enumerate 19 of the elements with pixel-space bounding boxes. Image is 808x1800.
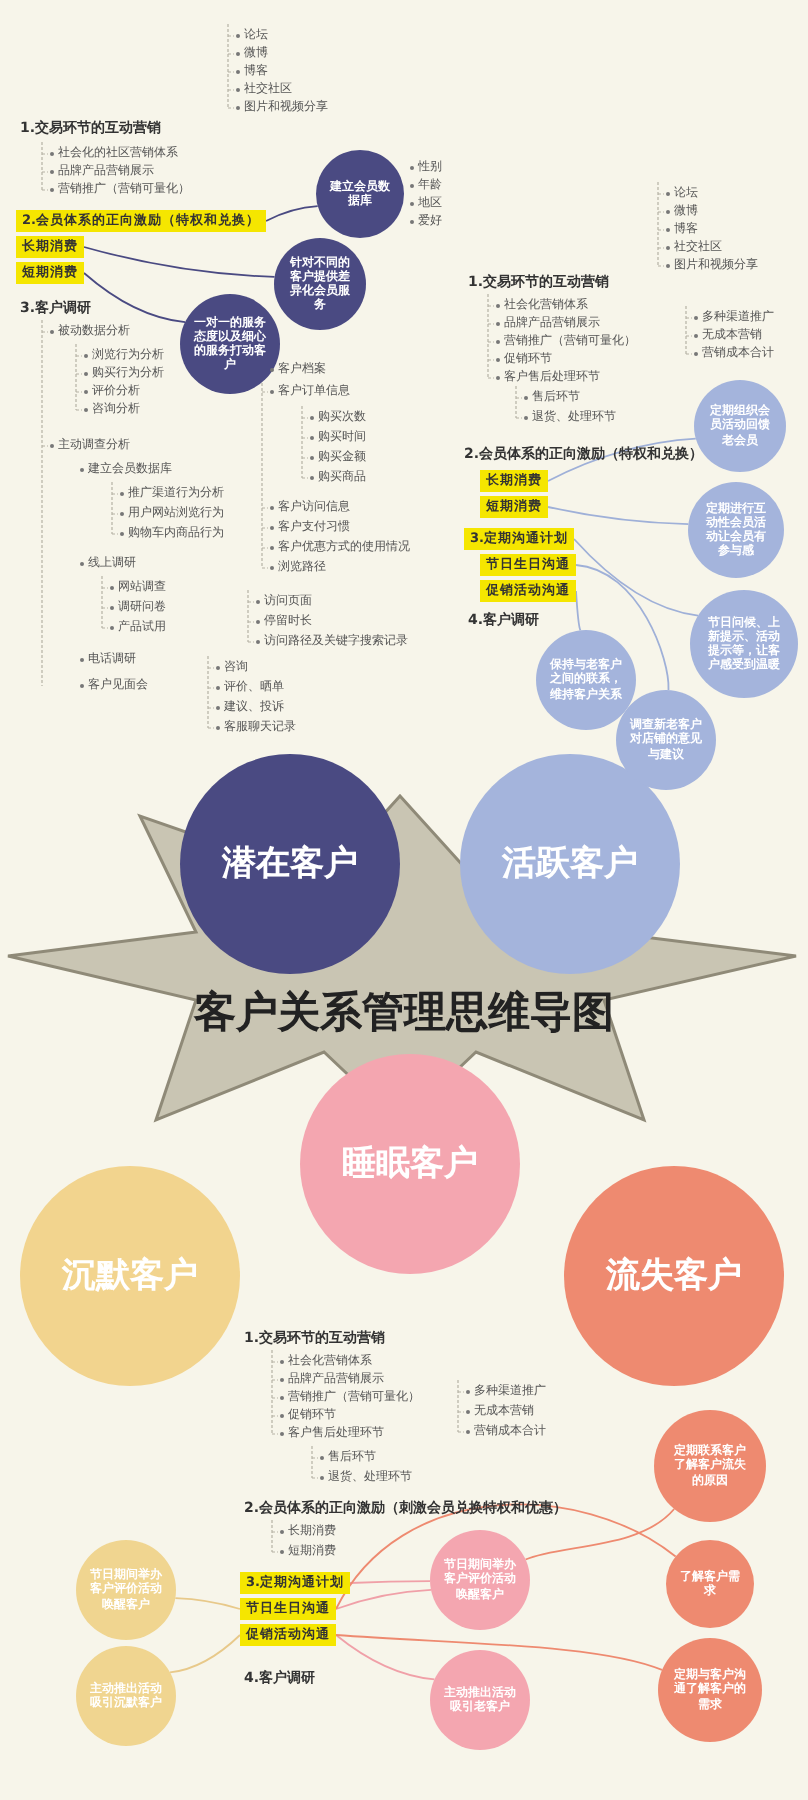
- connector-line: [524, 1508, 676, 1561]
- connector-line: [169, 1634, 241, 1674]
- connector-line: [335, 1634, 663, 1671]
- title: 客户关系管理思维导图: [194, 988, 614, 1036]
- connector-line: [83, 246, 276, 278]
- customer-type-circle: 潜在客户: [180, 754, 400, 974]
- connector-line: [335, 1634, 436, 1681]
- connector-line: [349, 1580, 431, 1584]
- connector-line: [174, 1597, 241, 1610]
- connector-line: [573, 538, 699, 617]
- connector-line: [335, 1588, 432, 1610]
- connector-line: [575, 564, 670, 691]
- connector-line: [547, 437, 697, 482]
- customer-type-circle: 流失客户: [564, 1166, 784, 1386]
- customer-type-circle: 睡眠客户: [300, 1054, 520, 1274]
- customer-type-circle: 沉默客户: [20, 1166, 240, 1386]
- connector-line: [265, 205, 319, 222]
- connector-line: [83, 272, 186, 324]
- connector-line: [547, 506, 690, 526]
